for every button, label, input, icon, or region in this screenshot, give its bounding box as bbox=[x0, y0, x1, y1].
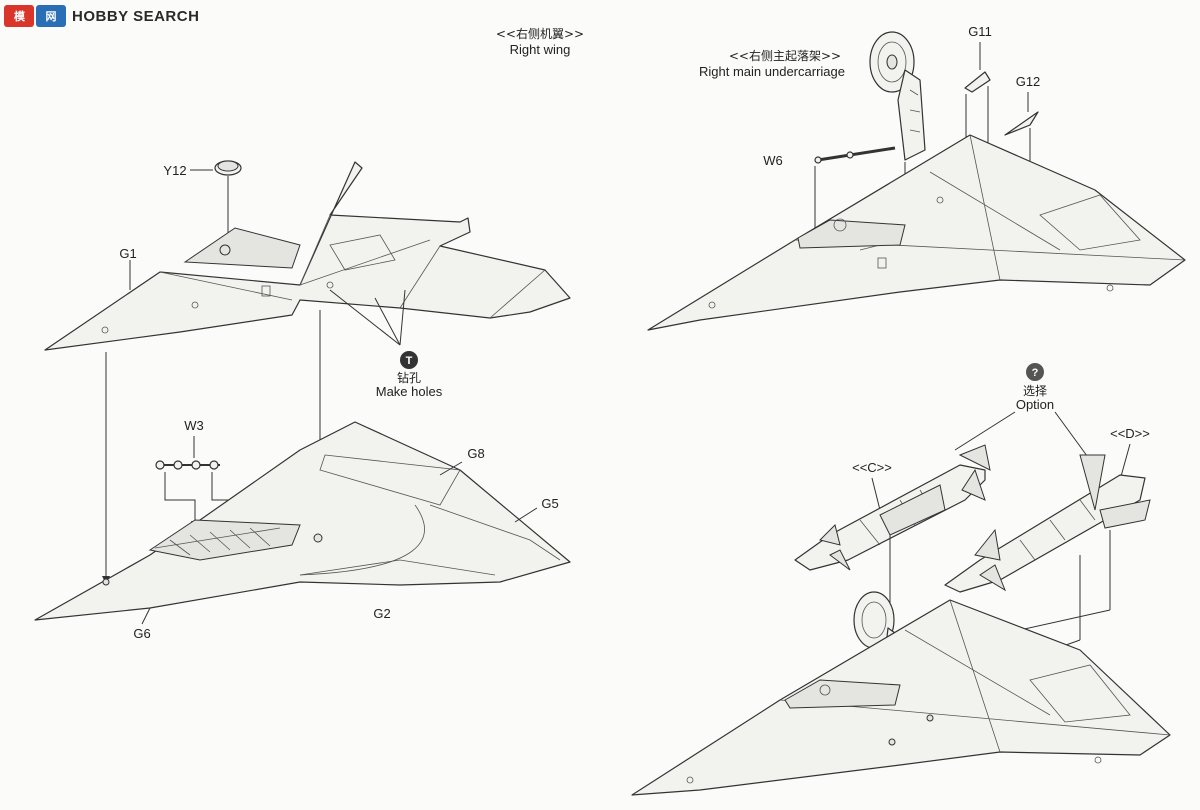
label-g5: G5 bbox=[541, 496, 558, 511]
question-icon bbox=[1026, 363, 1044, 381]
missile-option-d bbox=[944, 454, 1151, 739]
wing-lower-view bbox=[631, 599, 1171, 796]
undercarriage-title-cn: <<右侧主起落架>> bbox=[729, 48, 841, 63]
option-c-label: <<C>> bbox=[852, 460, 892, 475]
label-g1: G1 bbox=[119, 246, 136, 261]
label-g12: G12 bbox=[1016, 74, 1041, 89]
drill-icon bbox=[400, 351, 418, 369]
label-g8: G8 bbox=[467, 446, 484, 461]
wing-upper-view bbox=[647, 134, 1186, 331]
part-g12: G12 bbox=[1004, 74, 1041, 214]
part-g1-upper-wing: G1 bbox=[44, 161, 571, 351]
option-label-cn: 选择 bbox=[1023, 384, 1047, 398]
main-gear-assembly: W6 bbox=[763, 31, 926, 242]
make-holes-label-en: Make holes bbox=[376, 384, 443, 399]
right-wing-section: <<右侧机翼>> Right wing Y12 G1 bbox=[34, 26, 584, 641]
make-holes-label-cn: 钻孔 bbox=[397, 370, 421, 385]
callout-make-holes: T 钻孔 Make holes bbox=[329, 289, 443, 399]
question-icon-symbol: ? bbox=[1032, 367, 1039, 379]
label-g6: G6 bbox=[133, 626, 150, 641]
option-section: ? 选择 Option <<C>> <<D>> bbox=[631, 363, 1171, 796]
part-g2-lower-wing: G8 G5 G2 G6 bbox=[34, 421, 571, 641]
drill-icon-symbol: T bbox=[406, 355, 413, 367]
label-w6: W6 bbox=[763, 153, 783, 168]
watermark-text: HOBBY SEARCH bbox=[72, 7, 200, 25]
label-y12: Y12 bbox=[163, 163, 186, 178]
option-label-en: Option bbox=[1016, 397, 1054, 412]
watermark-mark-blue: 网 bbox=[36, 5, 66, 27]
label-w3: W3 bbox=[184, 418, 204, 433]
label-g11: G11 bbox=[968, 24, 992, 39]
right-wing-title-en: Right wing bbox=[510, 42, 571, 57]
watermark-logo: 模 网 HOBBY SEARCH bbox=[4, 4, 199, 28]
watermark-mark-red: 模 bbox=[4, 5, 34, 27]
right-wing-title-cn: <<右侧机翼>> bbox=[496, 26, 584, 41]
label-g2: G2 bbox=[373, 606, 390, 621]
undercarriage-title-en: Right main undercarriage bbox=[699, 64, 845, 79]
option-d-label: <<D>> bbox=[1110, 426, 1150, 441]
missile-option-c bbox=[794, 444, 991, 744]
undercarriage-section: <<右侧主起落架>> Right main undercarriage W6 G… bbox=[647, 24, 1186, 331]
